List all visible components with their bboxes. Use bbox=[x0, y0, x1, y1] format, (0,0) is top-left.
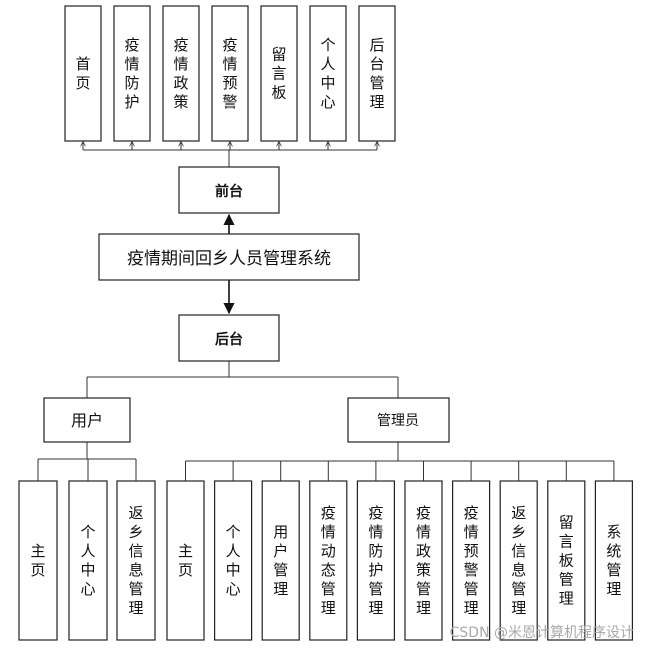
backend-node: 后台 bbox=[178, 314, 280, 362]
system-title-node: 疫情期间回乡人员管理系统 bbox=[98, 233, 360, 281]
frontend-label: 前台 bbox=[215, 183, 243, 200]
frontend-module-6-label: 个人中心 bbox=[320, 36, 335, 111]
user-module-1: 主页 bbox=[18, 480, 58, 641]
user-module-2-label: 个人中心 bbox=[80, 523, 95, 598]
user-module-list: 主页 个人中心 返乡信息管理 bbox=[18, 480, 156, 641]
admin-role-label: 管理员 bbox=[377, 413, 419, 429]
frontend-module-1-label: 首页 bbox=[75, 55, 90, 92]
admin-module-7: 疫情预警管理 bbox=[452, 480, 491, 641]
system-title: 疫情期间回乡人员管理系统 bbox=[127, 249, 331, 269]
user-role-label: 用户 bbox=[71, 411, 103, 430]
frontend-node: 前台 bbox=[178, 166, 280, 214]
admin-module-1-label: 主页 bbox=[178, 542, 193, 579]
admin-module-8: 返乡信息管理 bbox=[499, 480, 538, 641]
frontend-module-list: 首页 疫情防护 疫情政策 疫情预警 留言板 个人中心 后台管理 bbox=[64, 5, 396, 142]
frontend-module-5-label: 留言板 bbox=[271, 46, 286, 102]
admin-module-list: 主页 个人中心 用户管理 疫情动态管理 疫情防护管理 疫情政策管理 疫情预警管理 返乡信息管理… bbox=[166, 480, 634, 641]
watermark: CSDN @米恩计算机程序设计 bbox=[449, 625, 634, 641]
admin-module-8-label: 返乡信息管理 bbox=[511, 504, 526, 617]
admin-module-10: 系统管理 bbox=[594, 480, 634, 641]
frontend-module-5: 留言板 bbox=[260, 5, 298, 142]
admin-module-4-label: 疫情动态管理 bbox=[321, 504, 336, 617]
admin-module-7-label: 疫情预警管理 bbox=[464, 504, 479, 617]
admin-module-10-label: 系统管理 bbox=[606, 523, 621, 598]
connector-lines bbox=[37, 142, 615, 481]
admin-module-5-label: 疫情防护管理 bbox=[368, 504, 383, 617]
user-module-2: 个人中心 bbox=[68, 480, 108, 641]
user-module-3: 返乡信息管理 bbox=[116, 480, 156, 641]
user-module-3-label: 返乡信息管理 bbox=[128, 504, 143, 617]
admin-module-3-label: 用户管理 bbox=[273, 523, 288, 598]
admin-role-node: 管理员 bbox=[347, 397, 450, 443]
frontend-module-6: 个人中心 bbox=[309, 5, 347, 142]
frontend-module-3-label: 疫情政策 bbox=[173, 36, 188, 111]
frontend-module-7: 后台管理 bbox=[358, 5, 396, 142]
admin-module-2-label: 个人中心 bbox=[226, 523, 241, 598]
frontend-module-1: 首页 bbox=[64, 5, 102, 142]
admin-module-1: 主页 bbox=[166, 480, 205, 641]
admin-module-6-label: 疫情政策管理 bbox=[416, 504, 431, 617]
frontend-module-4: 疫情预警 bbox=[211, 5, 249, 142]
user-module-1-label: 主页 bbox=[30, 542, 45, 579]
admin-module-3: 用户管理 bbox=[261, 480, 300, 641]
user-role-node: 用户 bbox=[43, 397, 131, 443]
frontend-module-3: 疫情政策 bbox=[162, 5, 200, 142]
frontend-module-7-label: 后台管理 bbox=[369, 36, 384, 111]
admin-module-9: 留言板管理 bbox=[547, 480, 586, 641]
admin-module-9-label: 留言板管理 bbox=[559, 514, 574, 608]
backend-label: 后台 bbox=[215, 331, 243, 348]
frontend-module-2: 疫情防护 bbox=[113, 5, 151, 142]
admin-module-6: 疫情政策管理 bbox=[404, 480, 443, 641]
admin-module-4: 疫情动态管理 bbox=[309, 480, 348, 641]
frontend-module-2-label: 疫情防护 bbox=[124, 36, 139, 111]
admin-module-2: 个人中心 bbox=[214, 480, 253, 641]
admin-module-5: 疫情防护管理 bbox=[356, 480, 395, 641]
frontend-module-4-label: 疫情预警 bbox=[222, 36, 237, 111]
